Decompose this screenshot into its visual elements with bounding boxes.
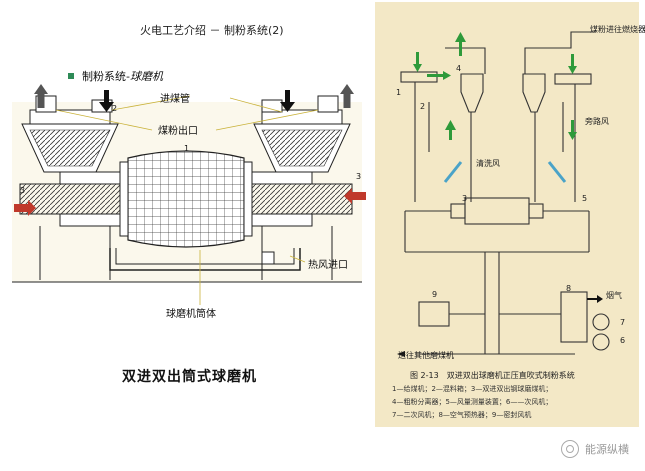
mill-drum-label: 球磨机筒体 bbox=[166, 309, 216, 320]
coal-inlet-arrow-left bbox=[99, 90, 114, 112]
hot-air-inlet-label: 热风进口 bbox=[308, 260, 348, 271]
right-trunnion bbox=[251, 171, 353, 227]
part-label-1: 1 bbox=[396, 88, 402, 97]
watermark: 能源纵横 bbox=[561, 440, 629, 458]
separator-right bbox=[522, 73, 546, 113]
coal-inlet-arrow-right bbox=[280, 90, 295, 112]
cyan-flow-arrows bbox=[443, 161, 567, 183]
figure-caption-line2: 1—给煤机；2—混料箱；3—双进双出钢球磨煤机； bbox=[392, 385, 553, 393]
mill-drum bbox=[119, 150, 253, 248]
figure-caption-line3: 4—粗粉分离器；5—风量测量装置；6——次风机； bbox=[392, 398, 553, 406]
mill-base bbox=[12, 226, 362, 283]
hot-air-arrow-left bbox=[14, 200, 36, 216]
leader-line-outlet-right bbox=[215, 109, 319, 131]
seal-fan bbox=[418, 301, 450, 327]
primary-fan bbox=[592, 333, 610, 351]
part-label-5: 5 bbox=[582, 194, 588, 203]
powder-outlet-arrow-left bbox=[34, 84, 48, 108]
part-number-3-right: 3 bbox=[356, 172, 362, 181]
figure-caption-title: 图 2-13 双进双出球磨机正压直吹式制粉系统 bbox=[410, 371, 575, 380]
purge-air-label: 清洗风 bbox=[476, 159, 500, 168]
part-label-6: 6 bbox=[620, 336, 626, 345]
green-flow-arrows bbox=[413, 32, 577, 140]
wechat-icon bbox=[561, 440, 579, 458]
watermark-text: 能源纵横 bbox=[585, 443, 629, 456]
part-number-1: 1 bbox=[184, 144, 190, 153]
leader-line-outlet-left bbox=[55, 109, 153, 131]
flue-gas-label: 烟气 bbox=[606, 291, 622, 300]
to-burner-label: 煤粉进往燃烧器 bbox=[590, 25, 645, 34]
part-label-7: 7 bbox=[620, 318, 626, 327]
page-title: 火电工艺介绍 － 制粉系统(2) bbox=[140, 24, 284, 37]
to-other-mills-arrow bbox=[397, 351, 405, 357]
section-subtitle: 制粉系统- 球磨机 bbox=[68, 68, 163, 84]
part-label-9: 9 bbox=[432, 290, 438, 299]
part-number-2: 2 bbox=[112, 104, 118, 113]
left-diagram-caption: 双进双出筒式球磨机 bbox=[122, 369, 257, 385]
left-separator-hopper bbox=[21, 95, 119, 173]
air-preheater bbox=[560, 291, 588, 343]
separator-left bbox=[460, 73, 484, 113]
subtitle-emphasis: 球磨机 bbox=[129, 70, 163, 83]
part-label-3: 3 bbox=[462, 194, 468, 203]
part-label-8: 8 bbox=[566, 284, 572, 293]
secondary-fan bbox=[592, 313, 610, 331]
part-label-2: 2 bbox=[420, 102, 426, 111]
feeder-right bbox=[554, 73, 592, 85]
powder-outlet-label: 煤粉出口 bbox=[158, 126, 198, 137]
mill-body bbox=[464, 197, 530, 225]
direct-firing-system-diagram bbox=[397, 31, 610, 357]
right-figure-panel bbox=[375, 2, 639, 427]
to-other-mills-label: 送往其他磨煤机 bbox=[398, 351, 454, 360]
leader-line-coal-inlet-right bbox=[229, 97, 283, 113]
ball-mill-diagram bbox=[12, 84, 366, 305]
figure-caption-line4: 7—二次风机；8—空气预热器；9—密封风机 bbox=[392, 411, 532, 419]
flue-gas-arrow bbox=[587, 295, 603, 303]
leader-line-hot-air bbox=[289, 255, 306, 263]
subtitle-prefix: 制粉系统- bbox=[82, 70, 130, 83]
powder-outlet-arrow-right bbox=[340, 84, 354, 108]
bypass-air-label: 旁路风 bbox=[585, 117, 609, 126]
part-label-4: 4 bbox=[456, 64, 462, 73]
bullet-square-icon bbox=[68, 73, 74, 79]
part-number-3-left: 3 bbox=[20, 186, 26, 195]
right-separator-hopper bbox=[253, 95, 351, 173]
hot-air-arrow-right bbox=[344, 188, 366, 204]
leader-line-coal-inlet-left bbox=[111, 95, 191, 111]
coal-inlet-label: 进煤管 bbox=[160, 94, 190, 105]
